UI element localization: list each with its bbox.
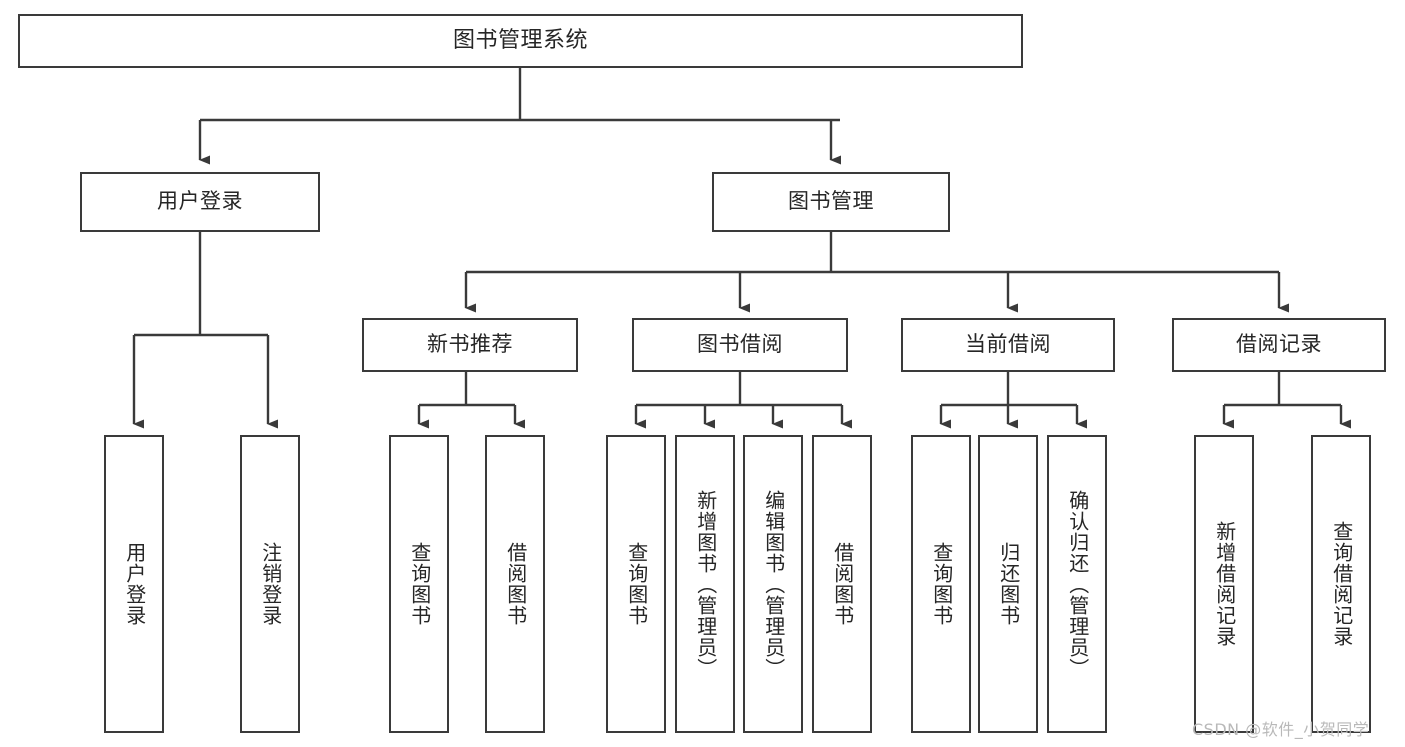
node-label: 当前借阅 [965,332,1051,357]
leaf-label: 查询借阅记录 [1329,521,1354,647]
leaf-query-book-recommend[interactable]: 查询图书 [389,435,449,733]
leaf-label: 新增图书（管理员） [693,489,718,679]
leaf-add-borrow-record[interactable]: 新增借阅记录 [1194,435,1254,733]
leaf-query-book-borrow[interactable]: 查询图书 [606,435,666,733]
node-book-management[interactable]: 图书管理 [712,172,950,232]
node-label: 图书管理系统 [452,27,588,53]
leaf-query-book-current[interactable]: 查询图书 [911,435,971,733]
node-book-management-system[interactable]: 图书管理系统 [18,14,1023,68]
node-label: 图书管理 [788,189,874,214]
leaf-return-book[interactable]: 归还图书 [978,435,1038,733]
node-new-book-recommend[interactable]: 新书推荐 [362,318,578,372]
node-current-borrow[interactable]: 当前借阅 [901,318,1115,372]
node-book-borrow[interactable]: 图书借阅 [632,318,848,372]
leaf-edit-book-admin[interactable]: 编辑图书（管理员） [743,435,803,733]
leaf-user-login[interactable]: 用户登录 [104,435,164,733]
leaf-confirm-return-admin[interactable]: 确认归还（管理员） [1047,435,1107,733]
leaf-label: 借阅图书 [830,542,855,626]
leaf-label: 新增借阅记录 [1212,521,1237,647]
node-borrow-record[interactable]: 借阅记录 [1172,318,1386,372]
node-label: 借阅记录 [1236,332,1322,357]
leaf-query-borrow-record[interactable]: 查询借阅记录 [1311,435,1371,733]
leaf-label: 确认归还（管理员） [1065,489,1090,679]
leaf-logout[interactable]: 注销登录 [240,435,300,733]
leaf-add-book-admin[interactable]: 新增图书（管理员） [675,435,735,733]
leaf-label: 查询图书 [624,542,649,626]
leaf-label: 归还图书 [996,542,1021,626]
leaf-label: 借阅图书 [503,542,528,626]
leaf-borrow-book-recommend[interactable]: 借阅图书 [485,435,545,733]
leaf-borrow-book[interactable]: 借阅图书 [812,435,872,733]
leaf-label: 查询图书 [407,542,432,626]
node-user-login[interactable]: 用户登录 [80,172,320,232]
node-label: 用户登录 [157,189,243,214]
node-label: 图书借阅 [697,332,783,357]
leaf-label: 查询图书 [929,542,954,626]
leaf-label: 编辑图书（管理员） [761,489,786,679]
leaf-label: 用户登录 [122,542,147,626]
leaf-label: 注销登录 [258,542,283,626]
node-label: 新书推荐 [427,332,513,357]
